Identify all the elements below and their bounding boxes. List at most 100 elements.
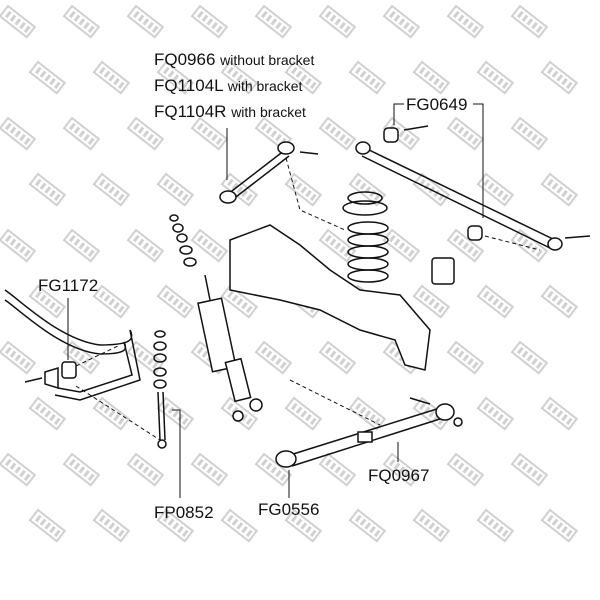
watermark-logo bbox=[412, 508, 451, 543]
watermark-logo bbox=[28, 284, 67, 319]
watermark-logo bbox=[510, 452, 549, 487]
watermark-logo bbox=[446, 228, 485, 263]
watermark-logo bbox=[0, 452, 37, 487]
axle-housing bbox=[229, 224, 431, 371]
watermark-logo bbox=[540, 396, 579, 431]
watermark-logo bbox=[284, 508, 323, 543]
part-code: FQ1104R bbox=[154, 102, 227, 121]
watermark-logo bbox=[28, 172, 67, 207]
label-fp0852: FP0852 bbox=[154, 503, 214, 522]
watermark-logo bbox=[254, 116, 293, 151]
watermark-logo bbox=[284, 172, 323, 207]
watermark-logo bbox=[318, 452, 357, 487]
part-note: with bracket bbox=[227, 78, 303, 94]
part-code: FQ0966 bbox=[154, 50, 216, 69]
watermark-logo bbox=[156, 172, 195, 207]
watermark-logo bbox=[446, 116, 485, 151]
watermark-logo bbox=[254, 452, 293, 487]
stabilizer-link bbox=[153, 330, 167, 449]
label-fq0966: FQ0966 without bracket bbox=[154, 50, 314, 70]
watermark-logo bbox=[446, 4, 485, 39]
watermark-logo bbox=[0, 228, 37, 263]
watermark-logo bbox=[284, 60, 323, 95]
watermark-logo bbox=[62, 4, 101, 39]
watermark-logo bbox=[190, 452, 229, 487]
watermark-logo bbox=[382, 4, 421, 39]
watermark-logo bbox=[412, 284, 451, 319]
lower-arm bbox=[275, 397, 463, 468]
watermark-logo bbox=[254, 4, 293, 39]
watermark-logo bbox=[62, 452, 101, 487]
label-fg0556: FG0556 bbox=[258, 500, 320, 519]
watermark-logo bbox=[92, 284, 131, 319]
watermark-logo bbox=[348, 508, 387, 543]
watermark-logo bbox=[510, 228, 549, 263]
watermark-logo bbox=[540, 284, 579, 319]
watermark-logo bbox=[62, 116, 101, 151]
watermark-logo bbox=[284, 396, 323, 431]
watermark-logo bbox=[156, 396, 195, 431]
watermark-logo bbox=[220, 508, 259, 543]
part-note: without bracket bbox=[220, 52, 315, 68]
watermark-logo bbox=[476, 172, 515, 207]
watermark-logo bbox=[0, 340, 37, 375]
watermark-logo bbox=[0, 116, 37, 151]
watermark-logo bbox=[156, 284, 195, 319]
watermark-logo bbox=[190, 116, 229, 151]
watermark-logo bbox=[28, 396, 67, 431]
watermark-logo bbox=[318, 228, 357, 263]
part-note: with bracket bbox=[231, 104, 306, 120]
watermark-logo bbox=[126, 228, 165, 263]
watermark-logo bbox=[382, 452, 421, 487]
watermark-logo bbox=[254, 340, 293, 375]
watermark-logo bbox=[92, 60, 131, 95]
label-fg1172: FG1172 bbox=[38, 276, 99, 295]
watermark-logo bbox=[540, 508, 579, 543]
label-fq0967: FQ0967 bbox=[368, 466, 430, 485]
watermark-logo bbox=[190, 4, 229, 39]
watermark-logo bbox=[476, 508, 515, 543]
watermark-logo bbox=[382, 228, 421, 263]
part-code: FQ1104L bbox=[154, 76, 223, 95]
stabilizer-bar bbox=[4, 289, 141, 401]
coil-spring bbox=[342, 191, 389, 283]
watermark-logo bbox=[0, 4, 37, 39]
shock-absorber bbox=[169, 214, 263, 422]
watermark-logo bbox=[348, 396, 387, 431]
label-fq1104l: FQ1104L with bracket bbox=[154, 76, 302, 96]
watermark-logo bbox=[156, 60, 195, 95]
watermark-logo bbox=[510, 116, 549, 151]
watermark-logo bbox=[92, 396, 131, 431]
watermark-logo bbox=[156, 508, 195, 543]
watermark-logo bbox=[318, 340, 357, 375]
label-fq1104r: FQ1104R with bracket bbox=[154, 102, 306, 122]
watermark-logo bbox=[126, 452, 165, 487]
watermark-logo bbox=[476, 284, 515, 319]
watermark-logo bbox=[62, 228, 101, 263]
watermark-logo bbox=[318, 4, 357, 39]
watermark-logo bbox=[476, 396, 515, 431]
watermark-logo bbox=[510, 340, 549, 375]
watermark-logo bbox=[476, 60, 515, 95]
watermark-logo bbox=[412, 60, 451, 95]
watermark-logo bbox=[28, 508, 67, 543]
watermark-logo bbox=[28, 60, 67, 95]
watermark-logo bbox=[318, 116, 357, 151]
watermark-logo bbox=[126, 116, 165, 151]
watermark-logo bbox=[220, 60, 259, 95]
upper-arm-left bbox=[219, 141, 319, 204]
watermark-logo bbox=[446, 452, 485, 487]
label-fg0649: FG0649 bbox=[406, 95, 468, 114]
watermark-logo bbox=[540, 172, 579, 207]
watermark-logo bbox=[126, 4, 165, 39]
upper-arm-right bbox=[355, 125, 591, 285]
watermark-logo bbox=[446, 340, 485, 375]
watermark-logo bbox=[62, 340, 101, 375]
watermark-logo bbox=[348, 60, 387, 95]
watermark-logo bbox=[92, 172, 131, 207]
watermark-logo bbox=[92, 508, 131, 543]
watermark-logo bbox=[190, 228, 229, 263]
watermark-logo bbox=[220, 284, 259, 319]
